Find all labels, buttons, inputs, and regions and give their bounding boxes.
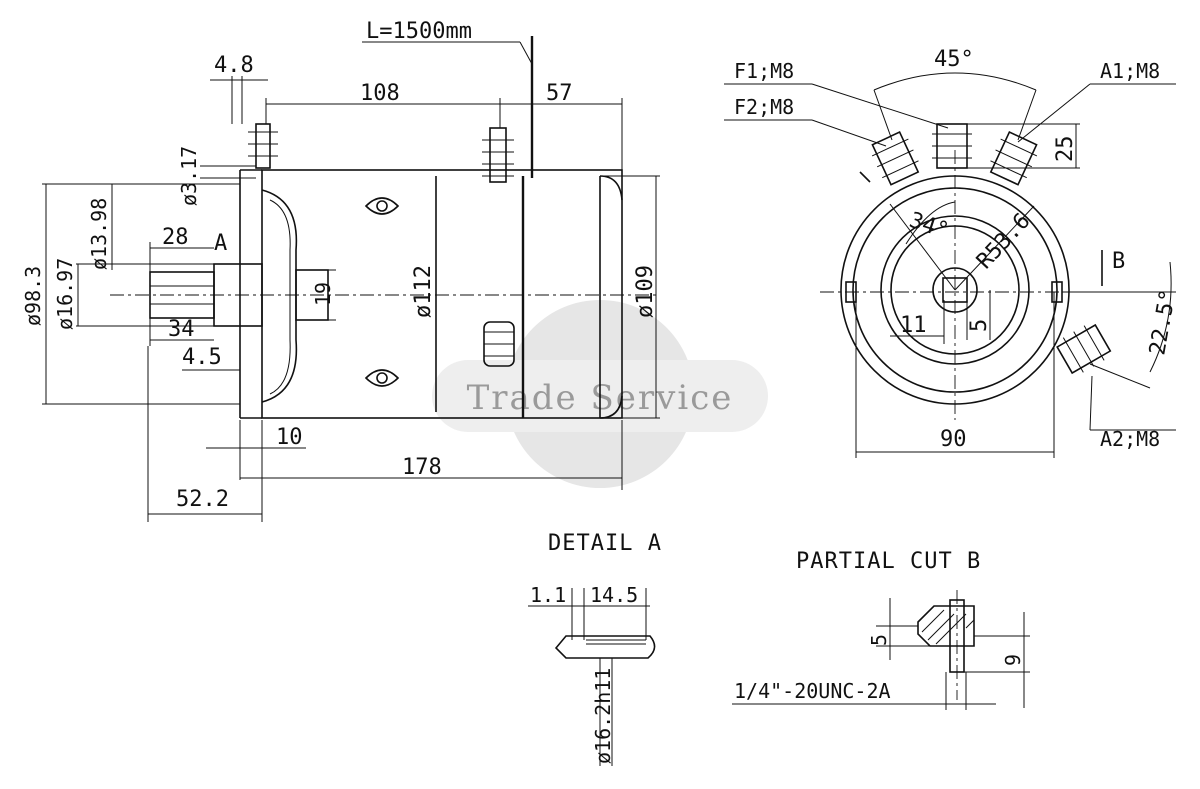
terminal-f1 — [932, 123, 972, 169]
thread-spec: 1/4"-20UNC-2A — [734, 679, 891, 703]
dim-108: 108 — [360, 81, 400, 106]
end-view: 45° F1;M8 F2;M8 A1;M8 25 34° R53.6 11 5 — [724, 47, 1181, 458]
watermark-text: Trade Service — [467, 378, 734, 418]
terminal-stud-top — [482, 127, 514, 183]
label-f1: F1;M8 — [734, 59, 794, 83]
dim-d16-97: ø16.97 — [53, 258, 77, 330]
dim-detail-14-5: 14.5 — [590, 583, 638, 607]
label-a2: A2;M8 — [1100, 427, 1160, 451]
partial-cut-b: PARTIAL CUT B 5 9 1/4"-20UNC-2A — [732, 549, 1030, 710]
dim-5: 5 — [967, 319, 992, 332]
dim-r53-6: R53.6 — [972, 209, 1035, 274]
dim-11: 11 — [900, 313, 927, 338]
side-view: L=1500mm 4.8 108 57 ø3.17 ø13.98 ø98.3 ø… — [21, 19, 660, 522]
dim-19: 19 — [311, 282, 335, 306]
terminal-stud-side — [483, 321, 515, 367]
detail-a-title: DETAIL A — [548, 531, 662, 556]
watermark: Trade Service — [432, 300, 768, 488]
dim-34: 34 — [168, 317, 195, 342]
section-b-marker: B — [1112, 249, 1125, 274]
dim-angle-34: 34° — [906, 208, 952, 244]
dim-detail-1-1: 1.1 — [530, 583, 566, 607]
dim-52-2: 52.2 — [176, 487, 229, 512]
label-f2: F2;M8 — [734, 95, 794, 119]
dim-4-8: 4.8 — [214, 53, 254, 78]
dim-57: 57 — [546, 81, 573, 106]
partial-cut-b-title: PARTIAL CUT B — [796, 549, 981, 574]
dim-cut-5: 5 — [867, 634, 891, 646]
dim-angle-22-5: 22.5° — [1145, 287, 1181, 357]
mount-hole-top — [364, 197, 400, 215]
dim-25: 25 — [1053, 136, 1078, 163]
terminal-a2 — [1056, 323, 1112, 375]
dim-d112: ø112 — [411, 265, 436, 318]
dim-angle-45: 45° — [934, 47, 974, 72]
terminal-stud-left — [248, 123, 278, 169]
dim-d13-98: ø13.98 — [87, 198, 111, 270]
hatch-area — [921, 609, 975, 645]
label-a1: A1;M8 — [1100, 59, 1160, 83]
dim-178: 178 — [402, 455, 442, 480]
dim-d3-17: ø3.17 — [177, 146, 201, 206]
detail-a-marker: A — [214, 231, 227, 256]
terminal-a1 — [989, 131, 1038, 186]
dim-detail-d16-2: ø16.2h11 — [591, 668, 615, 764]
detail-a: DETAIL A 1.1 14.5 ø16.2h11 — [528, 531, 662, 766]
dim-90: 90 — [940, 427, 967, 452]
dim-28: 28 — [162, 225, 189, 250]
dim-d98-3: ø98.3 — [21, 266, 45, 326]
mount-hole-bottom — [364, 369, 400, 387]
dim-d109: ø109 — [633, 265, 658, 318]
dim-10: 10 — [276, 425, 303, 450]
dim-cut-9: 9 — [1001, 654, 1025, 666]
dim-4-5: 4.5 — [182, 345, 222, 370]
terminal-f2 — [871, 131, 920, 186]
dim-cable-length: L=1500mm — [366, 19, 472, 44]
